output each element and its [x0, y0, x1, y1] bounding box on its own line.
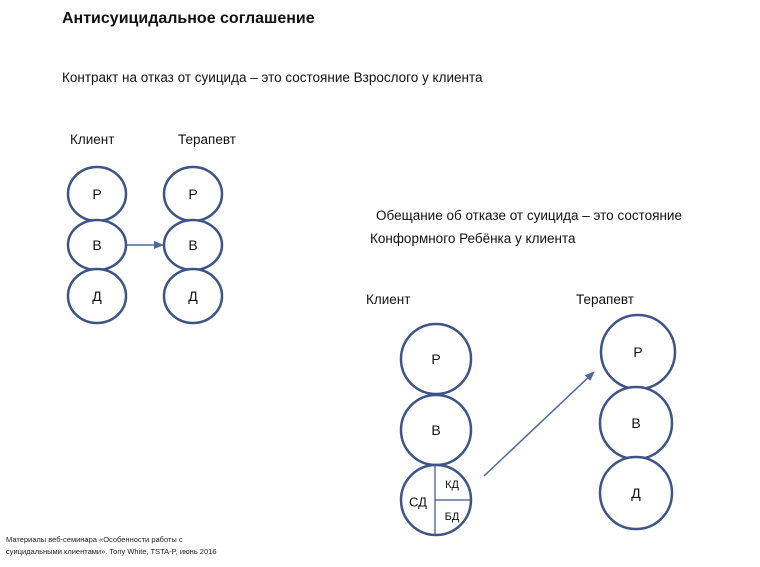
promise-line-2: Конформного Ребёнка у клиента	[370, 231, 576, 246]
promise-statement: Обещание об отказе от суицида – это сост…	[370, 204, 682, 250]
right-therapist-parent-circle: Р	[599, 313, 677, 391]
right-therapist-adult-text: В	[631, 415, 640, 431]
right-therapist-child-circle: Д	[598, 455, 674, 531]
footer-credit: Материалы веб-семинара «Особенности рабо…	[6, 534, 217, 558]
right-therapist-parent-text: Р	[633, 344, 642, 360]
right-client-adult-text: В	[431, 422, 440, 438]
right-client-child-circle: СД КД БД	[399, 463, 473, 537]
left-client-parent-text: Р	[92, 186, 101, 202]
rebellious-child-text: БД	[445, 511, 460, 523]
left-client-child-circle: Д	[66, 267, 128, 325]
right-client-adult-circle: В	[399, 393, 473, 467]
left-client-adult-circle: В	[66, 218, 128, 272]
right-client-label: Клиент	[366, 292, 411, 307]
slide-title: Антисуицидальное соглашение	[62, 10, 315, 27]
left-client-child-text: Д	[92, 288, 102, 304]
footer-line-1: Материалы веб-семинара «Особенности рабо…	[6, 535, 183, 544]
left-therapist-child-circle: Д	[162, 267, 224, 325]
right-client-ego-states: Р В СД КД БД	[399, 322, 473, 537]
left-client-parent-circle: Р	[66, 165, 128, 223]
left-client-ego-states: Р В Д	[66, 165, 128, 325]
left-client-adult-text: В	[92, 237, 101, 253]
right-client-parent-circle: Р	[399, 322, 473, 396]
right-therapist-child-text: Д	[631, 485, 641, 501]
left-therapist-label: Терапевт	[178, 132, 236, 147]
left-therapist-adult-text: В	[188, 237, 197, 253]
footer-line-2: суицидальными клиентами». Tony White, TS…	[6, 547, 217, 556]
left-therapist-parent-circle: Р	[162, 165, 224, 223]
promise-line-1: Обещание об отказе от суицида – это сост…	[376, 208, 682, 223]
right-therapist-ego-states: Р В Д	[598, 313, 677, 531]
left-therapist-adult-circle: В	[162, 218, 224, 272]
adapted-child-text: КД	[445, 479, 459, 491]
free-child-text: СД	[409, 495, 427, 510]
left-therapist-parent-text: Р	[188, 186, 197, 202]
left-therapist-child-text: Д	[188, 288, 198, 304]
left-therapist-ego-states: Р В Д	[162, 165, 224, 325]
left-client-label: Клиент	[70, 132, 115, 147]
right-therapist-label: Терапевт	[576, 292, 634, 307]
right-therapist-adult-circle: В	[598, 385, 674, 461]
right-client-parent-text: Р	[431, 351, 440, 367]
contract-statement: Контракт на отказ от суицида – это состо…	[62, 70, 483, 85]
adapted-child-to-parent-arrow	[483, 371, 595, 477]
